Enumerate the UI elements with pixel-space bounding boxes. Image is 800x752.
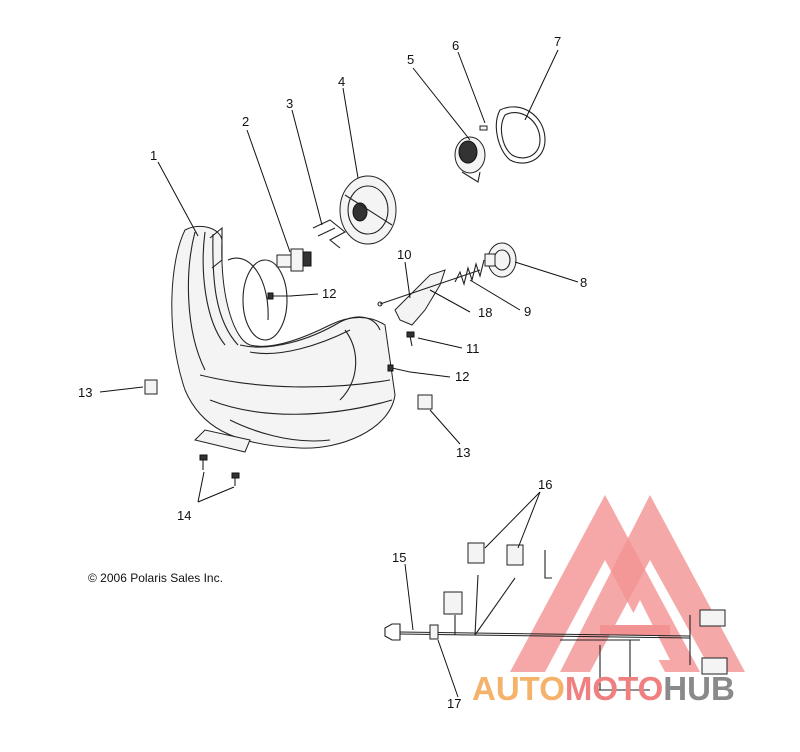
callout-15: 15 xyxy=(392,550,406,565)
watermark-text: AUTOMOTOHUB xyxy=(472,670,735,707)
spring xyxy=(454,259,485,286)
callout-12-upper: 12 xyxy=(322,286,336,301)
pilot-lamp xyxy=(454,136,486,183)
wiring-harness xyxy=(384,542,728,691)
callout-1: 1 xyxy=(150,148,157,163)
mount-screws xyxy=(199,454,240,486)
clip xyxy=(312,219,346,249)
small-bulb xyxy=(479,125,488,131)
callout-11: 11 xyxy=(466,341,480,356)
callout-17: 17 xyxy=(447,696,461,711)
gasket xyxy=(495,106,546,164)
watermark-logo xyxy=(510,495,745,672)
callout-13-left: 13 xyxy=(78,385,92,400)
bulb-cover xyxy=(339,175,397,245)
speed-nut-right xyxy=(417,394,433,410)
watermark-hub: HUB xyxy=(663,670,735,707)
callout-7: 7 xyxy=(554,34,561,49)
bracket xyxy=(377,269,481,326)
screws xyxy=(267,292,415,373)
speed-nut-left xyxy=(144,379,158,395)
watermark-auto: AUTO xyxy=(472,670,565,707)
callout-9: 9 xyxy=(524,304,531,319)
callout-5: 5 xyxy=(407,52,414,67)
callout-3: 3 xyxy=(286,96,293,111)
callout-8: 8 xyxy=(580,275,587,290)
callout-12-lower: 12 xyxy=(455,369,469,384)
callout-6: 6 xyxy=(452,38,459,53)
headlight-housing xyxy=(171,225,396,453)
bulb xyxy=(276,248,312,272)
copyright-text: © 2006 Polaris Sales Inc. xyxy=(88,571,223,585)
adjuster-knob xyxy=(484,242,517,278)
callout-4: 4 xyxy=(338,74,345,89)
callout-16: 16 xyxy=(538,477,552,492)
callout-14: 14 xyxy=(177,508,191,523)
callout-13-right: 13 xyxy=(456,445,470,460)
watermark-moto: MOTO xyxy=(565,670,663,707)
leader-lines xyxy=(99,49,579,698)
callout-18: 18 xyxy=(478,305,492,320)
callout-2: 2 xyxy=(242,114,249,129)
callout-10: 10 xyxy=(397,247,411,262)
